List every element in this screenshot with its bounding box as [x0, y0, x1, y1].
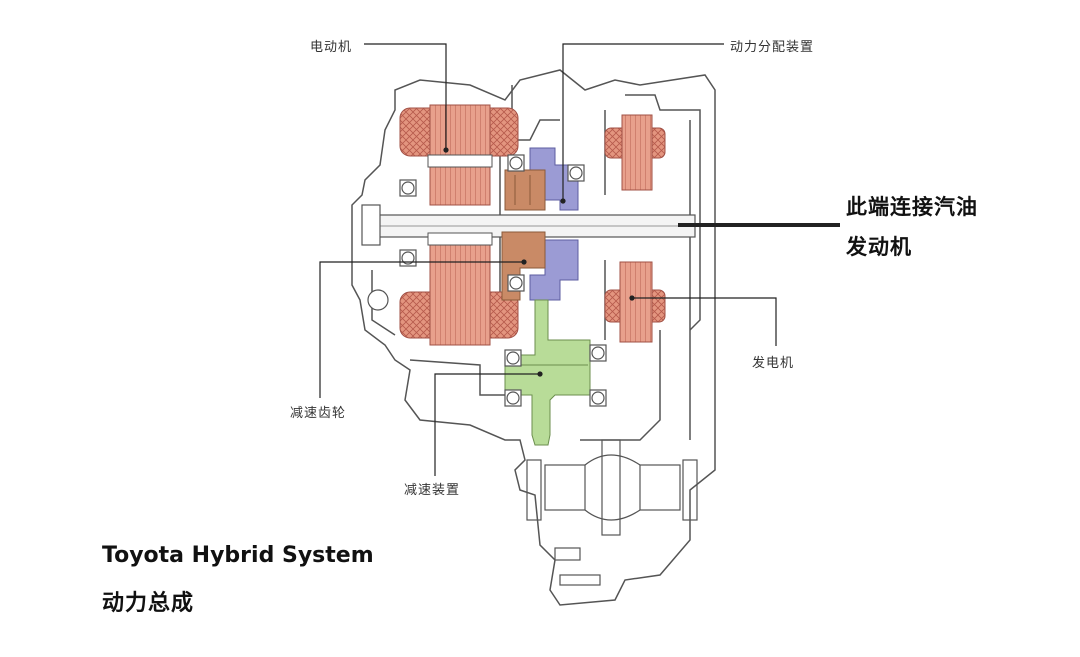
leader-power-split	[562, 43, 724, 201]
electric-motor	[399, 104, 519, 346]
label-reduction-unit: 减速装置	[404, 483, 461, 498]
bearings	[367, 154, 607, 407]
generator	[604, 114, 666, 343]
label-generator: 发电机	[752, 356, 795, 371]
leader-generator	[632, 297, 777, 346]
leader-lines	[319, 43, 840, 476]
label-engine-side-line2: 发动机	[846, 235, 912, 259]
label-power-split-device: 动力分配装置	[730, 40, 815, 55]
label-engine-side-line1: 此端连接汽油	[846, 195, 978, 219]
leader-motor	[364, 43, 447, 150]
diagram-title: Toyota Hybrid System	[102, 543, 374, 568]
label-reduction-gear: 减速齿轮	[290, 406, 347, 421]
reduction-unit	[504, 299, 591, 446]
diagram-subtitle: 动力总成	[102, 591, 195, 616]
leader-reduction-gear	[319, 261, 524, 398]
differential	[526, 439, 698, 586]
label-motor: 电动机	[310, 40, 353, 55]
leader-reduction-unit	[434, 373, 540, 476]
housing-outline	[351, 69, 716, 606]
